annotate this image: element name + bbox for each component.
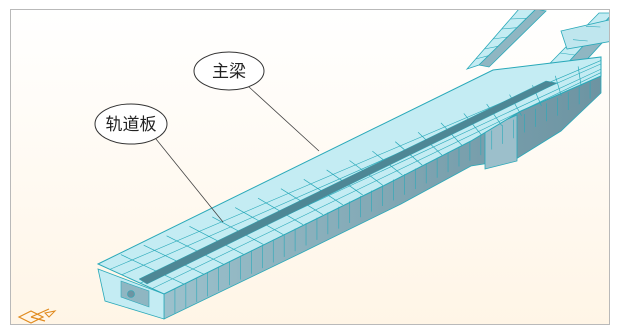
callout-track-slab-label: 轨道板 [106,115,157,135]
mesh-cross-line [143,244,204,275]
strut-mesh-line [572,39,588,42]
callout-main-girder: 主梁 [193,51,265,91]
mesh-long-line [151,72,602,289]
bridge-model-canvas: 主梁 轨道板 [11,10,609,324]
leader-main-girder [248,86,320,152]
strut-mesh-line [475,55,489,60]
model-viewport[interactable]: 主梁 轨道板 [10,9,610,325]
end-face-recess [120,280,150,308]
callout-main-girder-label: 主梁 [212,62,246,82]
leader-track-slab [155,138,224,223]
callout-main-girder-bubble [193,51,265,91]
callout-track-slab-bubble [94,103,168,145]
callout-track-slab: 轨道板 [94,103,168,145]
strut-mesh-line [484,46,499,50]
mesh-cross-line [486,103,502,126]
mesh-cross-line [166,235,224,265]
strut-mesh-line [559,52,576,56]
strut-mesh-line [492,36,508,40]
strut-mesh-line [585,26,601,28]
center-groove [138,80,558,285]
crossbeam [560,19,609,50]
mesh-cross-line [189,226,244,255]
mesh-cross-line [120,254,185,285]
axis-triad-icon [17,308,57,324]
strut-mesh-line [501,27,518,30]
strut-mesh-line [510,18,527,20]
side-face-mesh [174,81,591,314]
end-face-hole [127,290,135,298]
